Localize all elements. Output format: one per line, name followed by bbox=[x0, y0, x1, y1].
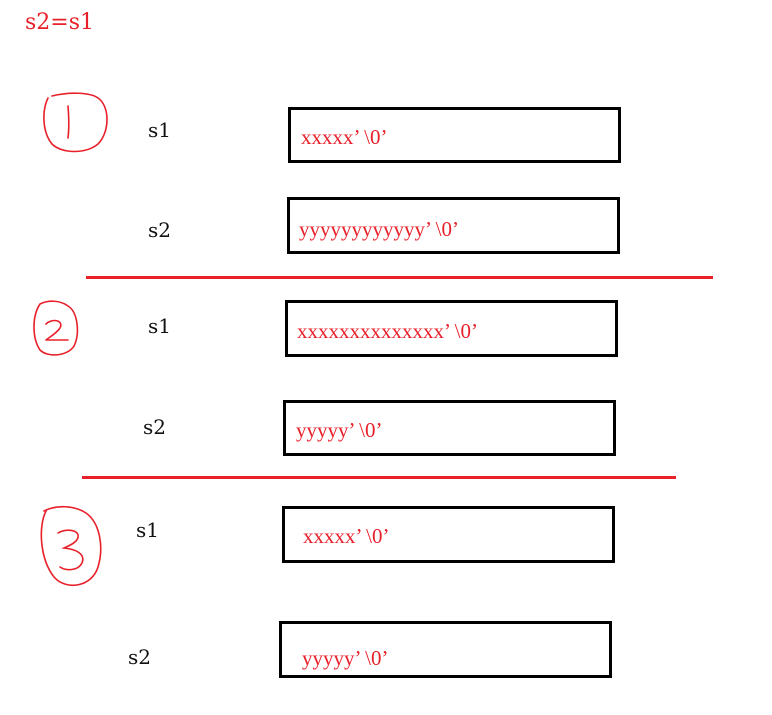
case-3-s2-buffer bbox=[279, 621, 612, 678]
case-3-s1-buffer bbox=[282, 506, 615, 563]
case-1-s1-content: xxxxx’ \0’ bbox=[301, 125, 388, 149]
diagram-title: s2=s1 bbox=[25, 10, 95, 35]
case-1-s2-buffer bbox=[287, 197, 620, 254]
case-1-s2-content: yyyyyyyyyyyy’ \0’ bbox=[299, 217, 460, 241]
case-2-s2-content: yyyyy’ \0’ bbox=[296, 418, 383, 442]
case-2-s1-content: xxxxxxxxxxxxxx’ \0’ bbox=[297, 319, 479, 343]
case-2-marker bbox=[33, 300, 79, 356]
case-2-s2-label: s2 bbox=[143, 415, 166, 439]
case-2-s1-buffer bbox=[285, 300, 618, 357]
case-3-marker bbox=[40, 505, 102, 586]
divider-1 bbox=[86, 276, 713, 279]
case-1-s2-label: s2 bbox=[148, 218, 171, 242]
case-1-s1-buffer bbox=[288, 107, 621, 163]
case-3-s1-label: s1 bbox=[136, 518, 159, 542]
case-2-s1-label: s1 bbox=[148, 314, 171, 338]
divider-2 bbox=[82, 476, 676, 479]
case-3-s2-label: s2 bbox=[128, 645, 151, 669]
case-1-s1-label: s1 bbox=[148, 118, 171, 142]
case-3-s1-content: xxxxx’ \0’ bbox=[303, 524, 390, 548]
case-1-marker bbox=[43, 92, 108, 153]
case-3-s2-content: yyyyy’ \0’ bbox=[302, 646, 389, 670]
case-2-s2-buffer bbox=[283, 400, 616, 456]
